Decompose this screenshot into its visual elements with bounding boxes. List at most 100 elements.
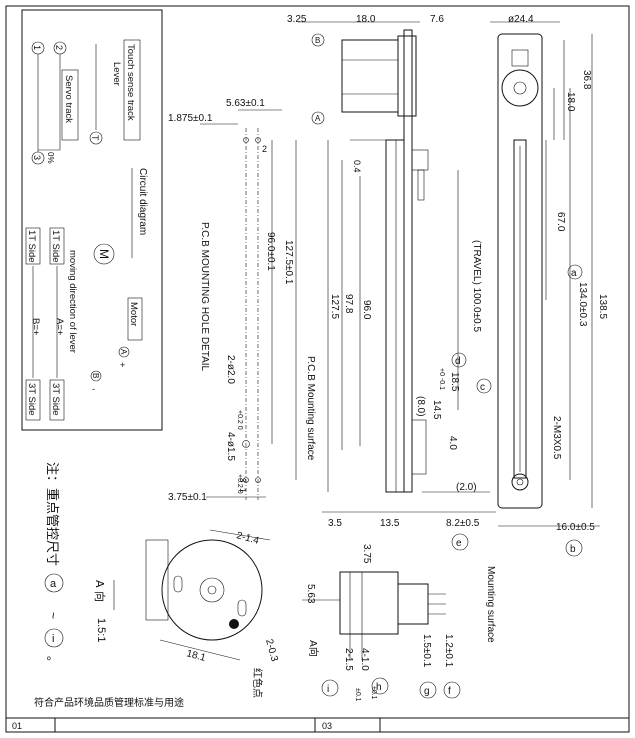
1t-side-box-a <box>25 227 41 265</box>
motor-end-circle <box>161 539 263 641</box>
side-dim-80: (8.0) <box>415 396 426 417</box>
terminal-block <box>411 419 427 475</box>
motor-181-dim-line <box>159 639 241 661</box>
bottom-dim-375: 3.75 <box>361 544 372 564</box>
zero-percent-label: 0% <box>46 152 55 164</box>
motor-dim-181: 18.1 <box>185 648 207 664</box>
side-dim-20: (2.0) <box>456 482 477 493</box>
bottom-idler-hub <box>516 478 524 486</box>
h-circle <box>371 677 389 695</box>
fader-frame-side <box>403 29 413 493</box>
connector-body <box>339 571 399 635</box>
front-view: ø24.4 36.8 18.0 67.0 a 134.0±0.3 138.5 2… <box>490 14 608 557</box>
bottom-dim-410: 4-1.0 <box>359 648 370 671</box>
fader-body-side <box>385 139 405 493</box>
pcb-dim-3: 3 <box>238 478 247 483</box>
fader-frame-front <box>497 33 543 509</box>
motor-mount-plate <box>145 539 169 621</box>
bottom-dim-15: 1.5±0.1 <box>421 634 432 668</box>
d-label: d <box>455 356 461 367</box>
side-dim-135: 13.5 <box>380 518 400 529</box>
pcb-hole-bottom-3 <box>255 477 261 483</box>
note-to-circle <box>44 628 64 648</box>
pulley-hub <box>513 81 527 95</box>
servo-track-label: Servo track <box>63 75 74 123</box>
motor-terminal-slot-1 <box>173 575 183 593</box>
pcb-dim-2: 2 <box>262 144 267 154</box>
i-label: i <box>327 684 329 695</box>
side-dim-04: 0.4 <box>352 160 362 173</box>
pcb-dim-1875: 1.875±0.1 <box>168 113 213 124</box>
lever-stem <box>417 169 425 201</box>
side-dim-185: 18.5 <box>449 372 460 392</box>
motor-214-leader <box>209 529 271 541</box>
i-circle <box>321 679 339 697</box>
pcb-dim-563: 5.63±0.1 <box>226 98 265 109</box>
circuit-title: Circuit diagram <box>137 168 148 235</box>
environment-note: 符合产品环境品质管理标准与用途 <box>34 696 184 709</box>
front-dim-180: 18.0 <box>565 92 576 112</box>
sheet-number: 01 <box>12 721 22 731</box>
a-view-label: A 向 <box>93 580 107 602</box>
side-dim-325: 3.25 <box>287 14 307 25</box>
1t-side-label-b: 1T Side <box>50 230 61 263</box>
bottom-dim-410-tol: ±0.1 <box>370 686 377 700</box>
3t-side-label-b: 3T Side <box>50 383 61 416</box>
side-view: 3.25 18.0 7.6 B A 0.4 127.5 97.8 96.0 (T… <box>287 14 496 551</box>
side-dim-40: 4.0 <box>447 436 458 450</box>
fader-slot <box>513 139 527 479</box>
b-plus-label: B=+ <box>30 318 41 336</box>
pcb-title: P.C.B MOUNTING HOLE DETAIL <box>199 222 210 372</box>
f-label: f <box>448 686 451 697</box>
moving-direction-label: moving direction of lever <box>67 250 78 353</box>
e-label: e <box>456 538 462 549</box>
note-dot: 。 <box>45 656 59 668</box>
circuit-diagram: 1 2 3 0% Servo track Touch sense track L… <box>21 9 163 431</box>
side-dim-978: 97.8 <box>343 294 354 314</box>
motor-symbol <box>93 243 115 265</box>
pcb-hole-top-1 <box>243 137 249 143</box>
motor-terminal-slot-2 <box>237 599 247 617</box>
servo-track-box <box>61 69 79 141</box>
motor-m-label: M <box>97 249 111 259</box>
side-dim-145: 14.5 <box>431 400 442 420</box>
bottom-dim-563: 5.63 <box>305 584 316 604</box>
side-a-label: A <box>315 114 321 123</box>
b-circle <box>565 539 583 557</box>
travel-dim: (TRAVEL) 100.0±0.5 <box>471 240 482 332</box>
3t-side-box-b <box>49 379 65 421</box>
mount-surface-label: Mounting surface <box>485 566 496 643</box>
pin-1-label: 1 <box>32 45 42 50</box>
bottom-connector-view: 5.63 3.75 A向 Mounting surface 1.2±0.1 f … <box>302 544 496 702</box>
bottom-dim-215-tol: ±0.1 <box>354 688 361 702</box>
front-dim-368: 36.8 <box>581 70 592 90</box>
pin-t-circle <box>89 131 103 145</box>
d-circle <box>451 352 467 368</box>
pin-t-label: T <box>90 135 100 141</box>
pcb-holes-2-tol: +0.2 0 <box>236 410 243 430</box>
motor-dim-214: 2-1.4 <box>235 530 260 547</box>
a-plus-label: A=+ <box>54 318 65 336</box>
side-dim-1275: 127.5 <box>329 294 340 319</box>
scale-label: 1.5:1 <box>95 618 107 642</box>
pin-3-label: 3 <box>32 155 42 160</box>
front-dim-1385: 138.5 <box>597 294 608 319</box>
motor-box <box>127 297 143 341</box>
side-dim-960: 96.0 <box>361 300 372 320</box>
motor-housing <box>341 39 399 113</box>
note-tilde: ~ <box>46 612 60 619</box>
motor-end-view: 2-1.4 18.1 2-0.3 红色点 A 向 1.5:1 <box>93 529 280 698</box>
pin-b-circle <box>90 370 102 382</box>
side-dim-35: 3.5 <box>328 518 342 529</box>
pin-2-label: 2 <box>54 45 64 50</box>
pcb-hole-top-2 <box>255 137 261 143</box>
b-label: b <box>570 544 576 555</box>
pcb-holes-4: 4-ø1.5 <box>225 432 236 461</box>
pcb-holes-4-tol: +0.2 0 <box>236 474 243 494</box>
pcb-dim-1: 1 <box>238 488 247 493</box>
minus-label: - <box>92 384 95 394</box>
pcb-hole-detail: 5.63±0.1 1.875±0.1 2 96.0±0.1 127.5±0.1 … <box>168 98 297 503</box>
c-label: c <box>480 382 485 393</box>
side-dim-185-tol: +0 -0.1 <box>438 368 445 390</box>
page-number: 03 <box>322 721 332 731</box>
